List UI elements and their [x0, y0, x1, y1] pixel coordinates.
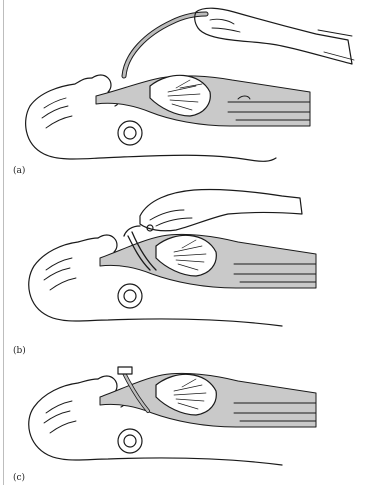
panel-a: (a) — [0, 0, 381, 170]
panel-c: (c) — [0, 355, 381, 485]
panel-label-c: (c) — [13, 473, 25, 483]
panel-b: (b) — [0, 170, 381, 355]
hair-lines — [42, 98, 72, 128]
gloved-hand — [195, 8, 352, 64]
panel-c-illustration — [0, 355, 381, 485]
panel-b-illustration — [0, 170, 381, 355]
panel-a-illustration — [0, 0, 381, 170]
ear — [118, 284, 142, 308]
hair-lines — [44, 258, 76, 290]
mask-tube — [124, 14, 206, 76]
gloved-hand — [140, 189, 302, 230]
ear — [118, 121, 142, 145]
ear — [118, 429, 142, 453]
hair-lines — [44, 401, 76, 433]
